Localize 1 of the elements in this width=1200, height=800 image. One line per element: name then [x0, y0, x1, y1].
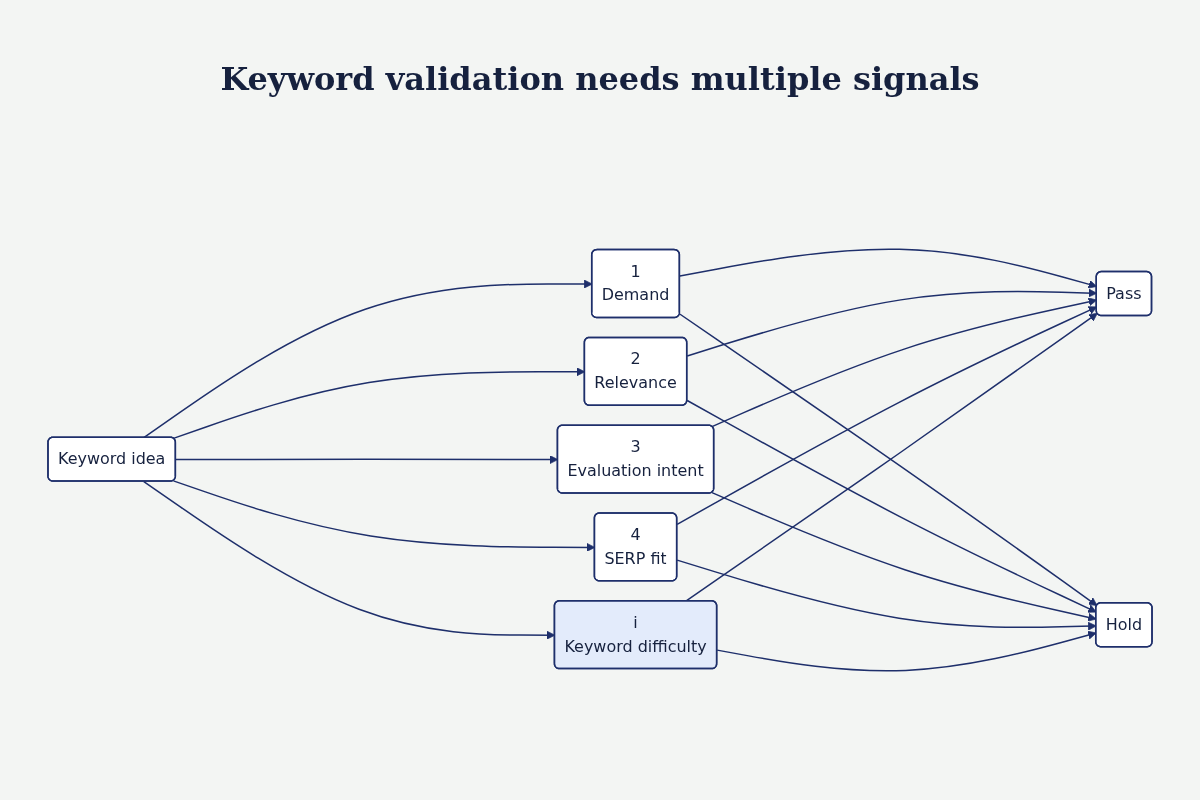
- diagram-title: Keyword validation needs multiple signals: [219, 60, 981, 98]
